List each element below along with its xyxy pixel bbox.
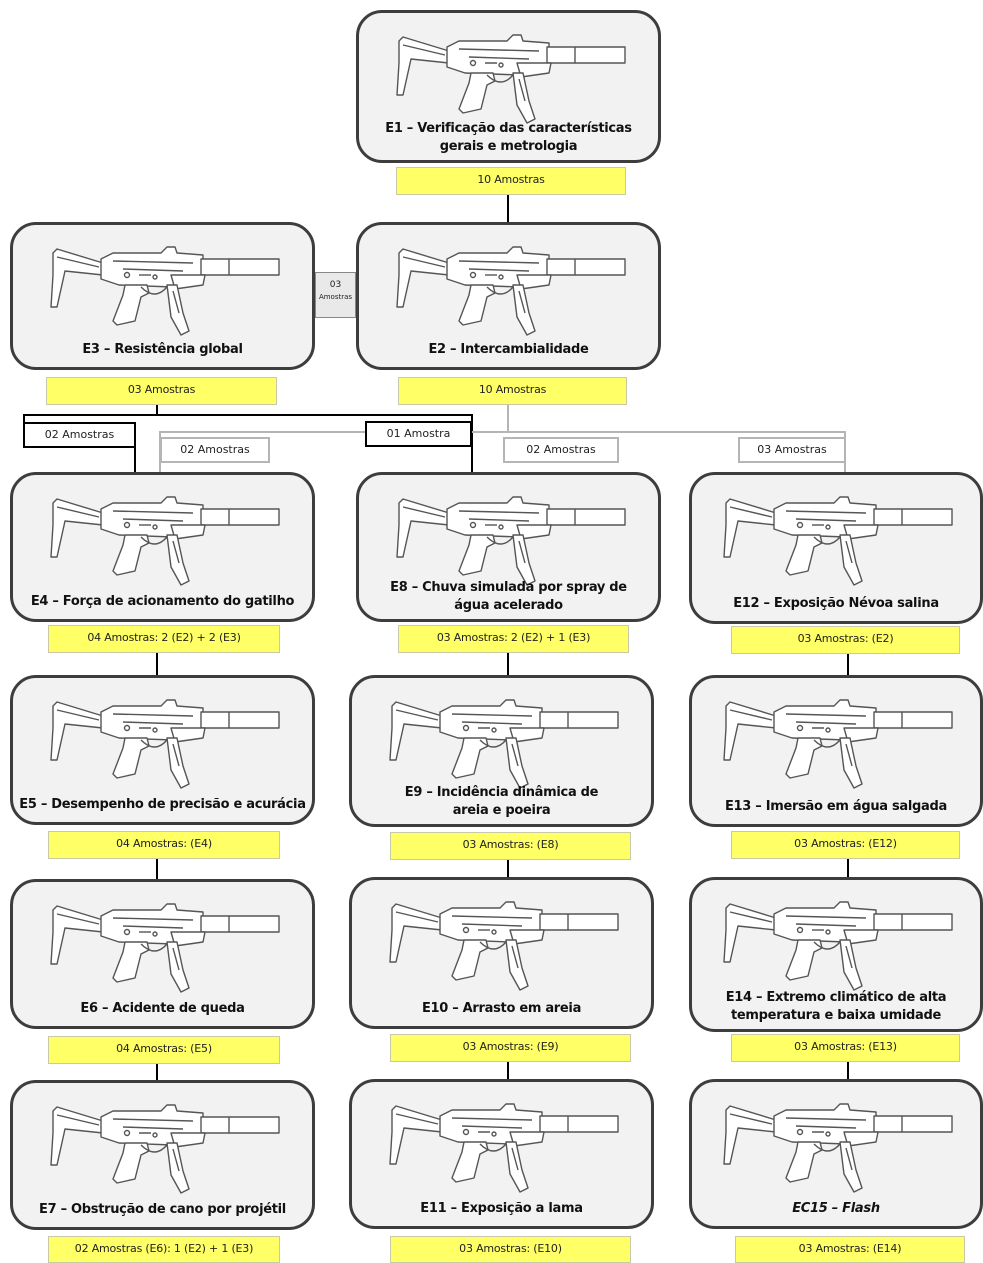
test-title: E13 – Imersão em água salgada <box>724 799 948 814</box>
test-card-e6: E6 – Acidente de queda <box>10 879 315 1029</box>
submachine-gun-icon <box>395 34 626 124</box>
sample-count: 03 Amostras: (E8) <box>390 832 631 860</box>
test-card-e7: E7 – Obstrução de cano por projétil <box>10 1080 315 1230</box>
test-title: E6 – Acidente de queda <box>80 1001 245 1016</box>
test-card-e2: E2 – Intercambialidade <box>356 222 661 370</box>
test-title: EC15 – Flash <box>792 1201 880 1216</box>
sample-count: 02 Amostras (E6): 1 (E2) + 1 (E3) <box>48 1236 280 1263</box>
test-title: E12 – Exposição Névoa salina <box>733 596 939 611</box>
submachine-gun-icon <box>388 1103 619 1193</box>
submachine-gun-icon <box>49 246 280 336</box>
edge-label-e3-e8: 01 Amostra <box>365 421 472 447</box>
edge-label-e2-e4: 02 Amostras <box>160 437 270 463</box>
test-title: E2 – Intercambialidade <box>428 342 589 357</box>
sample-count: 03 Amostras: (E2) <box>731 626 960 654</box>
sample-count: 03 Amostras: (E10) <box>390 1236 631 1263</box>
edge-label-count: 03 <box>329 280 342 290</box>
submachine-gun-icon <box>388 699 619 789</box>
test-title: E3 – Resistência global <box>82 342 243 357</box>
submachine-gun-icon <box>395 496 626 586</box>
test-card-e3: E3 – Resistência global <box>10 222 315 370</box>
sample-count: 04 Amostras: 2 (E2) + 2 (E3) <box>48 625 280 653</box>
sample-count: 04 Amostras: (E5) <box>48 1036 280 1064</box>
submachine-gun-icon <box>723 699 953 789</box>
sample-count: 03 Amostras: (E14) <box>735 1236 965 1263</box>
submachine-gun-icon <box>49 699 280 789</box>
sample-count: 03 Amostras <box>46 377 277 405</box>
test-card-e4: E4 – Força de acionamento do gatilho <box>10 472 315 622</box>
submachine-gun-icon <box>395 246 626 336</box>
sample-count: 03 Amostras: 2 (E2) + 1 (E3) <box>398 625 629 653</box>
edge-label-e2-e3: 03 Amostras <box>315 272 356 318</box>
test-card-e12: E12 – Exposição Névoa salina <box>689 472 983 624</box>
submachine-gun-icon <box>49 496 280 586</box>
test-title: E11 – Exposição a lama <box>420 1201 583 1216</box>
edge-label-unit: Amostras <box>318 293 353 301</box>
test-title: E10 – Arrasto em areia <box>421 1001 582 1016</box>
submachine-gun-icon <box>388 901 619 991</box>
edge-label-e2-e12: 03 Amostras <box>738 437 846 463</box>
test-card-e11: E11 – Exposição a lama <box>349 1079 654 1229</box>
submachine-gun-icon <box>49 903 280 993</box>
sample-count: 10 Amostras <box>396 167 626 195</box>
test-title: E5 – Desempenho de precisão e acurácia <box>19 797 306 812</box>
edge-label-e3-e4: 02 Amostras <box>23 422 136 448</box>
sample-count: 10 Amostras <box>398 377 627 405</box>
sample-count: 03 Amostras: (E9) <box>390 1034 631 1062</box>
sample-count: 04 Amostras: (E4) <box>48 831 280 859</box>
submachine-gun-icon <box>723 901 953 991</box>
submachine-gun-icon <box>49 1104 280 1194</box>
test-card-e10: E10 – Arrasto em areia <box>349 877 654 1029</box>
sample-count: 03 Amostras: (E13) <box>731 1034 960 1062</box>
submachine-gun-icon <box>723 496 953 586</box>
test-card-e5: E5 – Desempenho de precisão e acurácia <box>10 675 315 825</box>
test-card-e13: E13 – Imersão em água salgada <box>689 675 983 827</box>
sample-count: 03 Amostras: (E12) <box>731 831 960 859</box>
test-card-ec15: EC15 – Flash <box>689 1079 983 1229</box>
edge-label-e2-e8: 02 Amostras <box>503 437 619 463</box>
test-title: E7 – Obstrução de cano por projétil <box>39 1202 286 1217</box>
test-title: E4 – Força de acionamento do gatilho <box>30 594 295 609</box>
submachine-gun-icon <box>723 1103 953 1193</box>
